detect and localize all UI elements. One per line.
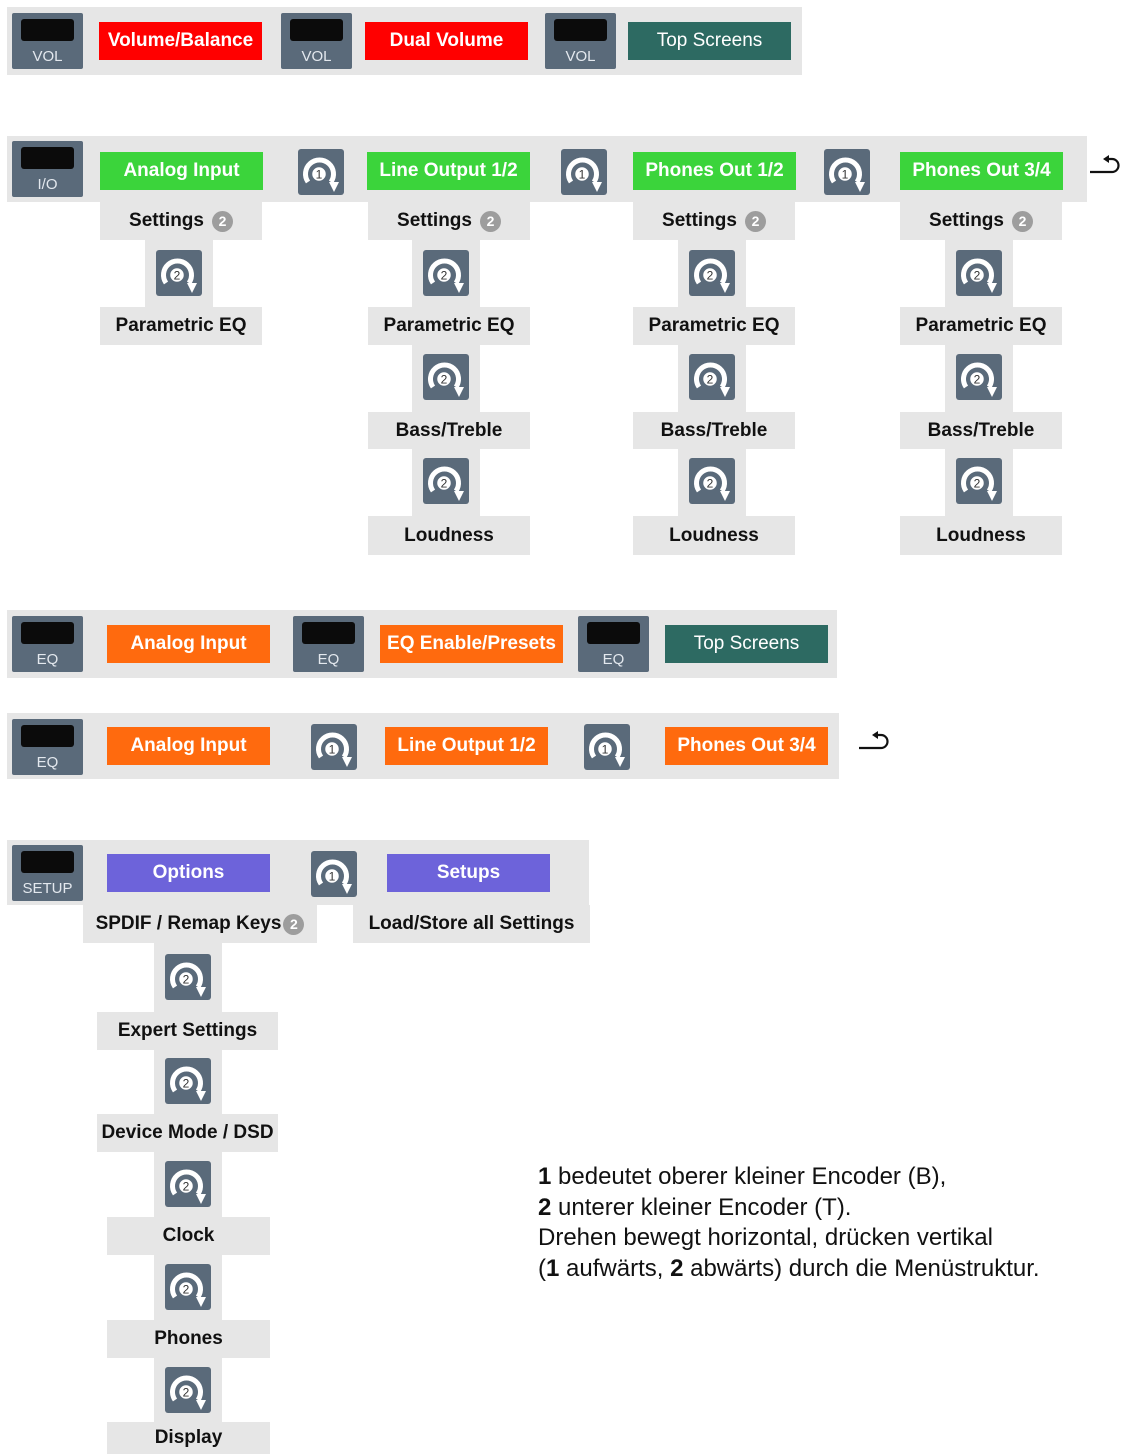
svg-text:2: 2 bbox=[974, 373, 981, 387]
loudness-item[interactable]: Loudness bbox=[900, 516, 1062, 555]
encoder-2-badge: 2 bbox=[479, 210, 501, 232]
eq-key[interactable]: EQ bbox=[293, 616, 364, 672]
encoder-2-icon: 2 bbox=[423, 354, 469, 400]
encoder-2-icon: 2 bbox=[165, 1161, 211, 1207]
top-screens-screen[interactable]: Top Screens bbox=[628, 22, 791, 60]
svg-text:1: 1 bbox=[316, 168, 323, 182]
phones-out-34-screen[interactable]: Phones Out 3/4 bbox=[900, 152, 1063, 190]
analog-input-screen[interactable]: Analog Input bbox=[100, 152, 263, 190]
svg-text:2: 2 bbox=[183, 1386, 190, 1400]
dual-volume-screen[interactable]: Dual Volume bbox=[365, 22, 528, 60]
eq-enable-presets-screen[interactable]: EQ Enable/Presets bbox=[380, 625, 563, 663]
svg-text:2: 2 bbox=[441, 477, 448, 491]
encoder-2-icon: 2 bbox=[423, 250, 469, 296]
svg-text:2: 2 bbox=[707, 269, 714, 283]
legend-line-2: 2 unterer kleiner Encoder (T). bbox=[538, 1193, 852, 1221]
analog-input-eq-screen[interactable]: Analog Input bbox=[107, 625, 270, 663]
svg-text:1: 1 bbox=[602, 743, 609, 757]
parametric-eq-item[interactable]: Parametric EQ bbox=[633, 307, 795, 345]
phones-item[interactable]: Phones bbox=[107, 1320, 270, 1358]
encoder-2-badge: 2 bbox=[744, 210, 766, 232]
svg-text:2: 2 bbox=[183, 973, 190, 987]
phones-out-34-eq-screen[interactable]: Phones Out 3/4 bbox=[665, 727, 828, 765]
svg-text:2: 2 bbox=[441, 269, 448, 283]
clock-item[interactable]: Clock bbox=[107, 1217, 270, 1255]
svg-text:2: 2 bbox=[974, 477, 981, 491]
svg-text:1: 1 bbox=[329, 870, 336, 884]
loudness-item[interactable]: Loudness bbox=[633, 516, 795, 555]
top-screens-screen[interactable]: Top Screens bbox=[665, 625, 828, 663]
legend-line-4: (1 aufwärts, 2 abwärts) durch die Menüst… bbox=[538, 1254, 1040, 1282]
svg-text:2: 2 bbox=[174, 269, 181, 283]
eq-key[interactable]: EQ bbox=[12, 719, 83, 775]
volume-balance-screen[interactable]: Volume/Balance bbox=[99, 22, 262, 60]
encoder-2-icon: 2 bbox=[689, 354, 735, 400]
options-screen[interactable]: Options bbox=[107, 854, 270, 892]
encoder-1-icon: 1 bbox=[311, 851, 357, 897]
svg-text:1: 1 bbox=[579, 168, 586, 182]
svg-text:2: 2 bbox=[707, 477, 714, 491]
svg-text:1: 1 bbox=[842, 168, 849, 182]
encoder-2-icon: 2 bbox=[165, 1264, 211, 1310]
line-output-12-screen[interactable]: Line Output 1/2 bbox=[367, 152, 530, 190]
eq-key[interactable]: EQ bbox=[578, 616, 649, 672]
encoder-2-icon: 2 bbox=[165, 1367, 211, 1413]
encoder-1-icon: 1 bbox=[311, 724, 357, 770]
setup-key[interactable]: SETUP bbox=[12, 845, 83, 901]
svg-text:2: 2 bbox=[183, 1180, 190, 1194]
encoder-2-icon: 2 bbox=[156, 250, 202, 296]
parametric-eq-item[interactable]: Parametric EQ bbox=[100, 307, 262, 345]
encoder-2-badge: 2 bbox=[211, 210, 233, 232]
encoder-1-icon: 1 bbox=[561, 149, 607, 195]
vol-key[interactable]: VOL bbox=[281, 13, 352, 69]
encoder-2-icon: 2 bbox=[689, 250, 735, 296]
parametric-eq-item[interactable]: Parametric EQ bbox=[900, 307, 1062, 345]
encoder-2-icon: 2 bbox=[165, 1058, 211, 1104]
encoder-2-icon: 2 bbox=[423, 458, 469, 504]
device-mode-dsd-item[interactable]: Device Mode / DSD bbox=[97, 1114, 278, 1152]
display-item[interactable]: Display bbox=[107, 1422, 270, 1454]
encoder-2-icon: 2 bbox=[165, 954, 211, 1000]
vol-key[interactable]: VOL bbox=[545, 13, 616, 69]
legend-note: 1 bedeutet oberer kleiner Encoder (B), 2… bbox=[538, 1162, 1040, 1284]
encoder-2-icon: 2 bbox=[689, 458, 735, 504]
expert-settings-item[interactable]: Expert Settings bbox=[97, 1012, 278, 1050]
svg-text:2: 2 bbox=[707, 373, 714, 387]
encoder-2-icon: 2 bbox=[956, 458, 1002, 504]
svg-text:1: 1 bbox=[329, 743, 336, 757]
setups-screen[interactable]: Setups bbox=[387, 854, 550, 892]
io-key[interactable]: I/O bbox=[12, 141, 83, 197]
svg-text:2: 2 bbox=[183, 1077, 190, 1091]
encoder-1-icon: 1 bbox=[824, 149, 870, 195]
encoder-2-icon: 2 bbox=[956, 354, 1002, 400]
load-store-settings-item[interactable]: Load/Store all Settings bbox=[353, 905, 590, 943]
bass-treble-item[interactable]: Bass/Treble bbox=[900, 412, 1062, 449]
parametric-eq-item[interactable]: Parametric EQ bbox=[368, 307, 530, 345]
svg-text:2: 2 bbox=[974, 269, 981, 283]
legend-line-3: Drehen bewegt horizontal, drücken vertik… bbox=[538, 1224, 993, 1251]
encoder-1-icon: 1 bbox=[298, 149, 344, 195]
svg-text:2: 2 bbox=[183, 1283, 190, 1297]
loudness-item[interactable]: Loudness bbox=[368, 516, 530, 555]
analog-input-eq-screen[interactable]: Analog Input bbox=[107, 727, 270, 765]
encoder-2-badge: 2 bbox=[283, 913, 305, 935]
phones-out-12-screen[interactable]: Phones Out 1/2 bbox=[633, 152, 796, 190]
return-arrow-icon bbox=[857, 730, 893, 752]
legend-line-1: 1 bedeutet oberer kleiner Encoder (B), bbox=[538, 1163, 947, 1190]
encoder-2-badge: 2 bbox=[1011, 210, 1033, 232]
return-arrow-icon bbox=[1088, 154, 1124, 176]
svg-text:2: 2 bbox=[441, 373, 448, 387]
encoder-1-icon: 1 bbox=[584, 724, 630, 770]
line-output-12-eq-screen[interactable]: Line Output 1/2 bbox=[385, 727, 548, 765]
bass-treble-item[interactable]: Bass/Treble bbox=[633, 412, 795, 449]
encoder-2-icon: 2 bbox=[956, 250, 1002, 296]
vol-key[interactable]: VOL bbox=[12, 13, 83, 69]
bass-treble-item[interactable]: Bass/Treble bbox=[368, 412, 530, 449]
eq-key[interactable]: EQ bbox=[12, 616, 83, 672]
